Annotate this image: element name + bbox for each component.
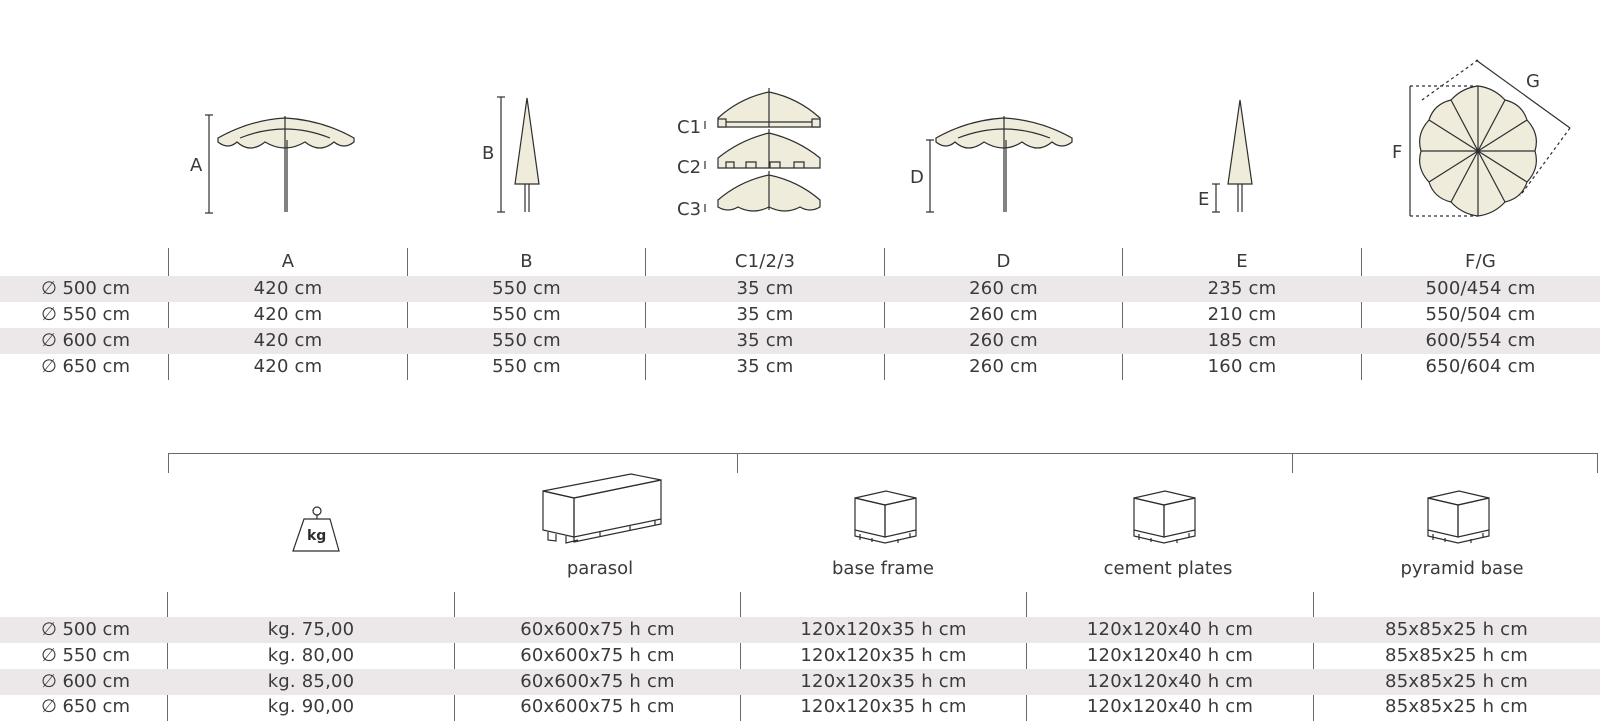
header-cell: C1/2/3 <box>734 251 796 272</box>
table-cell: kg. 75,00 <box>267 619 355 640</box>
caption-parasol: parasol <box>566 558 634 579</box>
table-cell: 420 cm <box>253 304 323 325</box>
label-d: D <box>910 167 924 188</box>
label-e: E <box>1198 189 1210 210</box>
table-cell: 185 cm <box>1207 330 1277 351</box>
label-c2: C2 <box>677 157 702 178</box>
table-cell: 120x120x40 h cm <box>1086 619 1254 640</box>
header-cell: E <box>1236 251 1248 272</box>
table-cell: 500/454 cm <box>1425 278 1536 299</box>
label-g: G <box>1526 71 1540 92</box>
table-cell: kg. 80,00 <box>267 645 355 666</box>
header-cell: D <box>996 251 1011 272</box>
row-size-label: ∅ 650 cm <box>41 696 130 717</box>
table-cell: 550 cm <box>492 356 561 377</box>
label-c3: C3 <box>677 199 702 220</box>
umbrella-top-view-icon <box>1409 59 1571 217</box>
table-cell: 85x85x25 h cm <box>1385 619 1528 640</box>
label-a: A <box>190 155 203 176</box>
table-cell: 85x85x25 h cm <box>1385 696 1528 717</box>
table-cell: 60x600x75 h cm <box>520 696 675 717</box>
row-size-label: ∅ 600 cm <box>41 671 130 692</box>
table-cell: kg. 85,00 <box>267 671 355 692</box>
table-cell: 60x600x75 h cm <box>520 619 675 640</box>
table-cell: 120x120x35 h cm <box>800 645 967 666</box>
caption-pyramid-base: pyramid base <box>1400 558 1524 579</box>
table-cell: 210 cm <box>1207 304 1277 325</box>
label-c1: C1 <box>677 117 702 138</box>
table-cell: 420 cm <box>253 356 323 377</box>
table-cell: 260 cm <box>969 304 1038 325</box>
caption-base-frame: base frame <box>831 558 934 579</box>
table-cell: 120x120x40 h cm <box>1086 671 1254 692</box>
closed-umbrella-b-icon <box>497 96 540 213</box>
table-cell: 35 cm <box>736 330 794 351</box>
table-cell: 120x120x35 h cm <box>800 696 967 717</box>
open-umbrella-a-icon <box>205 114 355 214</box>
table-cell: 60x600x75 h cm <box>520 645 675 666</box>
table-cell: 235 cm <box>1207 278 1277 299</box>
table-cell: 120x120x40 h cm <box>1086 645 1254 666</box>
table-cell: 420 cm <box>253 330 323 351</box>
table-cell: 120x120x35 h cm <box>800 671 967 692</box>
table-cell: 160 cm <box>1207 356 1277 377</box>
weight-icon-text: kg <box>307 528 327 544</box>
table-cell: 35 cm <box>736 278 794 299</box>
header-cell: B <box>520 251 533 272</box>
header-cell: A <box>281 251 295 272</box>
table-cell: 60x600x75 h cm <box>520 671 675 692</box>
table-cell: 550 cm <box>492 278 561 299</box>
table-cell: 550 cm <box>492 330 561 351</box>
open-umbrella-d-icon <box>926 116 1073 213</box>
table-cell: 260 cm <box>969 278 1038 299</box>
table-cell: kg. 90,00 <box>267 696 355 717</box>
base-frame-package-icon <box>854 490 917 544</box>
canopy-variants-icon <box>704 88 821 212</box>
closed-umbrella-e-icon <box>1212 99 1253 213</box>
parasol-package-icon <box>542 473 662 544</box>
table-cell: 85x85x25 h cm <box>1385 671 1528 692</box>
caption-cement-plates: cement plates <box>1103 558 1233 579</box>
table-cell: 550 cm <box>492 304 561 325</box>
label-b: B <box>482 143 495 164</box>
pyramid-base-package-icon <box>1427 490 1490 544</box>
table-cell: 600/554 cm <box>1425 330 1536 351</box>
table-cell: 420 cm <box>253 278 323 299</box>
table-cell: 120x120x35 h cm <box>800 619 967 640</box>
row-size-label: ∅ 500 cm <box>41 619 130 640</box>
table-cell: 85x85x25 h cm <box>1385 645 1528 666</box>
table-cell: 260 cm <box>969 356 1038 377</box>
table-cell: 550/504 cm <box>1425 304 1536 325</box>
row-size-label: ∅ 550 cm <box>41 645 130 666</box>
row-size-label: ∅ 650 cm <box>41 356 130 377</box>
header-cell: F/G <box>1465 251 1496 272</box>
table-cell: 35 cm <box>736 356 794 377</box>
table-cell: 35 cm <box>736 304 794 325</box>
row-size-label: ∅ 550 cm <box>41 304 130 325</box>
row-size-label: ∅ 500 cm <box>41 278 130 299</box>
cement-plates-package-icon <box>1133 490 1196 544</box>
table-cell: 650/604 cm <box>1425 356 1536 377</box>
row-size-label: ∅ 600 cm <box>41 330 130 351</box>
table-cell: 120x120x40 h cm <box>1086 696 1254 717</box>
table-cell: 260 cm <box>969 330 1038 351</box>
weight-icon <box>292 506 340 552</box>
label-f: F <box>1392 142 1403 163</box>
